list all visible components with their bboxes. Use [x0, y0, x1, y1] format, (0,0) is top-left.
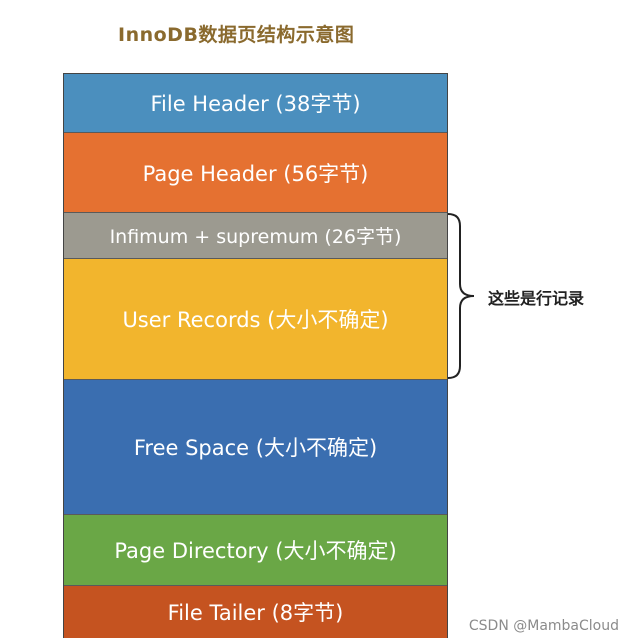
block-file-header: File Header (38字节)	[64, 74, 447, 133]
diagram-title: InnoDB数据页结构示意图	[118, 24, 355, 46]
block-infimum-supremum: Infimum + supremum (26字节)	[64, 213, 447, 259]
curly-brace-icon	[447, 213, 475, 379]
block-page-header: Page Header (56字节)	[64, 133, 447, 213]
row-records-label: 这些是行记录	[488, 289, 585, 308]
block-file-tailer: File Tailer (8字节)	[64, 586, 447, 638]
page-structure-stack: File Header (38字节) Page Header (56字节) In…	[63, 73, 448, 638]
block-page-directory: Page Directory (大小不确定)	[64, 515, 447, 586]
block-user-records: User Records (大小不确定)	[64, 259, 447, 380]
watermark: CSDN @MambaCloud	[468, 618, 619, 634]
block-free-space: Free Space (大小不确定)	[64, 380, 447, 515]
